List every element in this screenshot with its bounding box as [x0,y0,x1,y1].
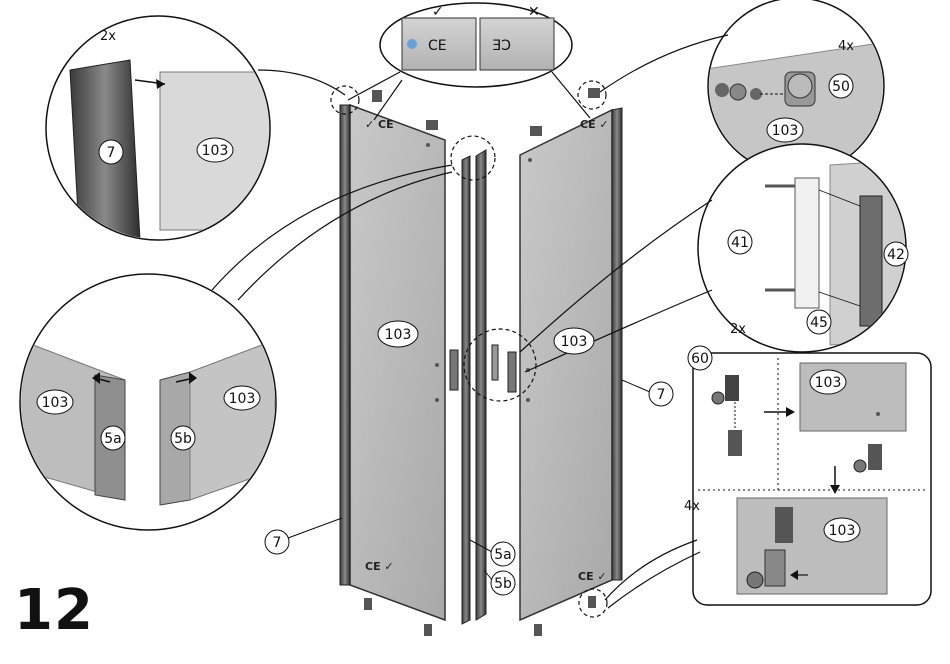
callout-fixing-50: 4x 50 103 [599,0,885,175]
wrong-mark-icon: ✕ [528,4,540,20]
door-handles [449,328,537,402]
label-5a-main: 5a [494,547,512,563]
label-7-left-profile: 7 [273,535,282,551]
label-103-callout-ml-left: 103 [42,395,69,411]
quantity-top-left: 2x [100,29,116,44]
callout-handle-41-42: 41 42 45 2x [519,143,909,373]
label-5b-callout: 5b [174,431,192,447]
detail-box-bottom-right: 60 103 103 4x [604,345,932,609]
step-number: 12 [14,578,94,643]
label-7-callout: 7 [107,145,116,161]
label-5a-callout: 5a [104,431,122,447]
quantity-top-right: 4x [838,39,854,54]
label-42-callout: 42 [887,247,905,263]
label-103-callout-tr: 103 [772,123,799,139]
ce-marking-top-right: CE ✓ [580,118,609,131]
label-7-right-profile: 7 [657,387,666,403]
quantity-mid-right: 2x [730,322,746,337]
label-41-callout: 41 [731,235,749,251]
bracket-parts [330,80,608,636]
label-5b-main: 5b [494,576,512,592]
label-103-callout-ml-right: 103 [229,391,256,407]
ce-marking-top-left: ✓ CE [365,118,394,131]
quantity-bottom-right: 4x [684,499,700,514]
callout-profile-7: 2x 7 103 [45,15,346,241]
label-103-box-bottom: 103 [829,523,856,539]
ce-marking-bottom-left: CE ✓ [365,560,394,573]
callout-seals-5a-5b: 103 5a 5b 103 [19,164,453,531]
label-103-callout-tl: 103 [202,143,229,159]
ce-label-reversed: CE [492,38,511,54]
label-60: 60 [691,351,709,367]
center-seal-profiles [461,149,487,625]
right-glass-panel: CE ✓ CE ✓ [519,107,623,622]
left-glass-panel: ✓ CE CE ✓ [339,103,446,622]
label-103-left-panel: 103 [385,327,412,343]
label-103-box-top: 103 [815,375,842,391]
ce-label-correct: CE [428,38,447,54]
label-50-callout: 50 [832,79,850,95]
label-45-callout: 45 [810,315,828,331]
correct-mark-icon: ✓ [432,4,444,20]
label-103-right-panel: 103 [561,334,588,350]
ce-marking-bottom-right: CE ✓ [578,570,607,583]
callout-orientation: CE CE ✓ ✕ [347,2,591,121]
